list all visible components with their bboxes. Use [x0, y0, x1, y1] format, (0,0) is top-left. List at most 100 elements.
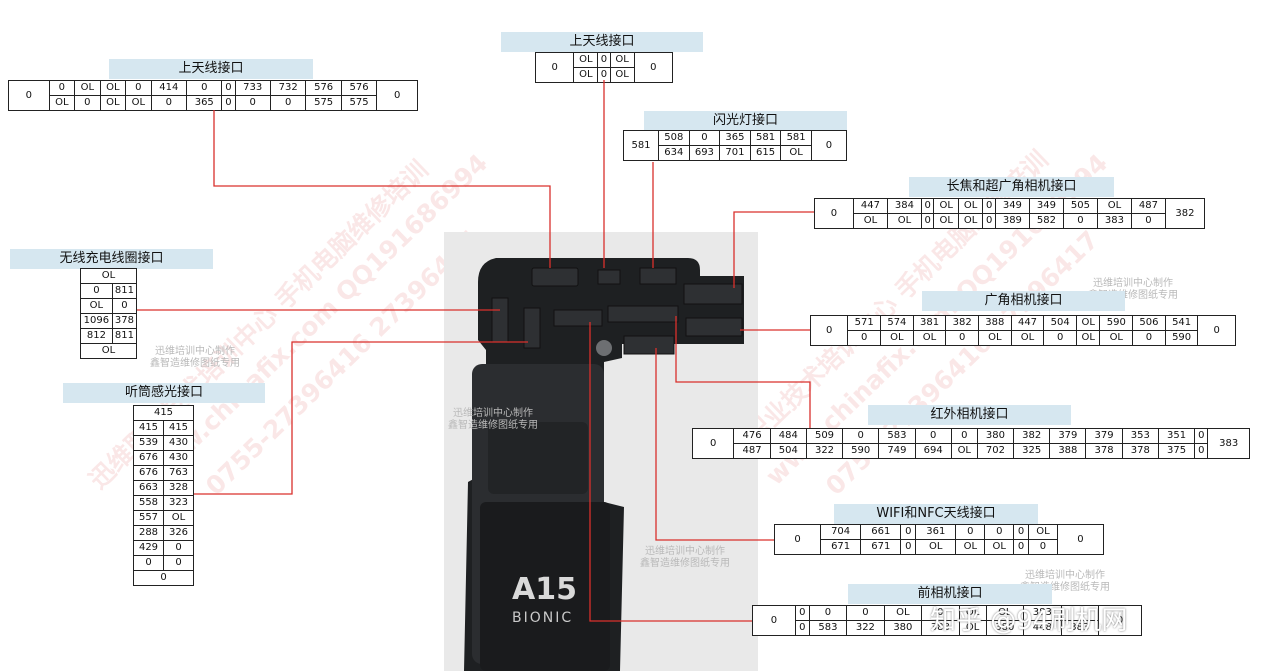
pin-value: 0 — [1130, 213, 1166, 229]
pin-value: 0 — [1194, 428, 1209, 444]
pin-value: OL — [915, 539, 957, 555]
title-antenna-top: 上天线接口 — [501, 32, 703, 52]
pin-value: OL — [780, 145, 812, 161]
pin-value: OL — [978, 330, 1012, 346]
pin-value: OL — [912, 330, 947, 346]
title-wireless-coil: 无线充电线圈接口 — [10, 249, 213, 269]
pad-value: 581 — [622, 130, 660, 161]
pad-value: 0 — [810, 130, 848, 161]
pin-value: 0 — [847, 330, 882, 346]
pin-value: 0 — [1194, 443, 1209, 459]
pin-value: 388 — [921, 620, 960, 636]
watermark-stamp: 迅维培训中心制作鑫智造维修图纸专用 — [1020, 570, 1110, 593]
pin-value: 0 — [163, 555, 194, 571]
pin-value: 0 — [150, 95, 188, 111]
pin-value: OL — [880, 330, 914, 346]
pin-value: 0 — [133, 570, 194, 586]
pad-value: 0 — [773, 524, 822, 555]
pad-value: 382 — [1164, 198, 1206, 229]
pin-row: 0 — [133, 570, 194, 586]
title-front-camera: 前相机接口 — [848, 584, 1052, 604]
pin-value: OL — [852, 213, 888, 229]
title-telephoto: 长焦和超广角相机接口 — [909, 177, 1114, 197]
pin-value: 0 — [920, 213, 935, 229]
watermark-stamp: 迅维培训中心制作鑫智造维修图纸专用 — [448, 408, 538, 431]
pin-value: 0 — [945, 330, 980, 346]
leader-line-earpiece — [194, 341, 528, 495]
pad-value: 0 — [809, 315, 849, 346]
leader-line-telephoto — [733, 211, 814, 288]
pin-value: 365 — [186, 95, 223, 111]
pin-value: 583 — [808, 620, 848, 636]
title-earpiece: 听筒感光接口 — [63, 383, 265, 403]
pin-value: OL — [125, 95, 152, 111]
zhihu-watermark: 知乎 @94刷机网 — [930, 606, 1128, 636]
pad-value: 0 — [814, 198, 854, 229]
pad-value: 0 — [1098, 605, 1142, 636]
pin-value: 430 — [163, 435, 194, 451]
pin-value: OL — [80, 343, 137, 359]
leader-line-antenna-left — [213, 110, 551, 268]
pad-value: 0 — [1056, 524, 1105, 555]
pin-value: 575 — [340, 95, 378, 111]
pin-value: 615 — [749, 145, 782, 161]
pad-value: 0 — [376, 80, 418, 111]
pad-value: 0 — [752, 605, 796, 636]
pin-value: 0 — [1043, 330, 1077, 346]
pin-value: 361 — [915, 524, 957, 540]
watermark-stamp: 迅维培训中心制作鑫智造维修图纸专用 — [150, 346, 240, 369]
pin-value: 590 — [1164, 330, 1199, 346]
pin-value: 0 — [1027, 539, 1058, 555]
pin-value: 389 — [994, 213, 1030, 229]
pin-value: 694 — [914, 443, 952, 459]
pin-value: OL — [984, 539, 1015, 555]
pin-value: 0 — [982, 213, 996, 229]
pin-value: OL — [163, 510, 194, 526]
pin-value: 383 — [1060, 620, 1100, 636]
title-flash: 闪光灯接口 — [644, 111, 847, 131]
pad-value: 0 — [691, 428, 735, 459]
pad-value: 0 — [633, 52, 674, 83]
leader-line-front-camera — [589, 322, 752, 622]
pin-value: 590 — [842, 443, 880, 459]
watermark-stamp: 迅维培训中心制作鑫智造维修图纸专用 — [1088, 278, 1178, 301]
pin-value: OL — [1075, 330, 1101, 346]
watermark-stamp: 迅维培训中心制作鑫智造维修图纸专用 — [640, 546, 730, 569]
pin-value: 325 — [1013, 443, 1051, 459]
pin-value: OL — [99, 95, 127, 111]
pad-value: 383 — [1207, 428, 1250, 459]
pin-value: 380 — [883, 620, 923, 636]
pin-value: 671 — [860, 539, 902, 555]
pad-value: 0 — [1197, 315, 1236, 346]
title-ir-camera: 红外相机接口 — [868, 405, 1071, 425]
leader-line-wifi-nfc — [655, 348, 774, 541]
pin-value: 375 — [1157, 443, 1196, 459]
